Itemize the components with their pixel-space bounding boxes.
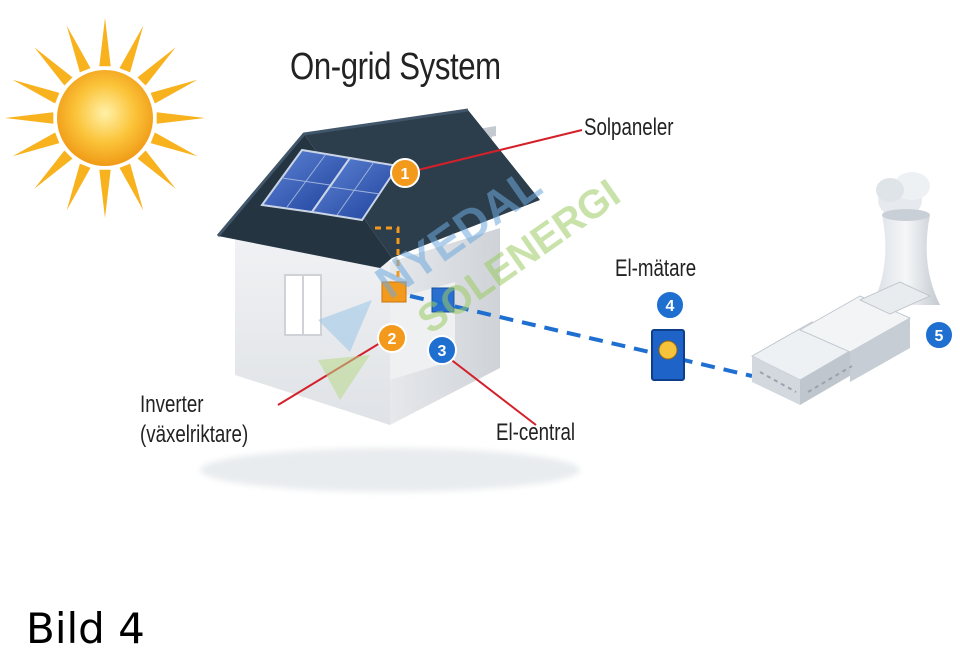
sun-ray	[66, 163, 91, 211]
house-illustration	[200, 108, 580, 492]
label-el-central: El-central	[496, 419, 576, 446]
svg-text:4: 4	[666, 298, 675, 315]
badge-4: 4	[655, 290, 685, 320]
badge-1: 1	[390, 158, 420, 188]
label-vaxelriktare: (växelriktare)	[140, 421, 249, 448]
sun-ray	[12, 79, 60, 104]
grid-connection-line	[409, 294, 753, 378]
sun-ray	[99, 18, 111, 67]
badge-5: 5	[924, 320, 954, 350]
label-inverter: Inverter	[140, 391, 204, 418]
svg-text:2: 2	[388, 331, 397, 348]
sun-ray	[156, 112, 205, 124]
figure-caption: Bild 4	[26, 604, 145, 653]
badge-2: 2	[377, 323, 407, 353]
sun-ray	[66, 25, 91, 73]
diagram-title: On-grid System	[290, 46, 501, 88]
sun-ray	[150, 79, 198, 104]
label-solpaneler: Solpaneler	[584, 114, 674, 141]
sun-ray	[5, 112, 54, 124]
sun-ray	[34, 150, 73, 189]
electricity-meter-icon	[651, 329, 685, 381]
svg-text:5: 5	[935, 328, 944, 345]
sun-ray	[119, 25, 144, 73]
sun-ray	[150, 132, 198, 157]
sun-ray	[99, 169, 111, 218]
sun-ray	[34, 47, 73, 86]
label-el-matare: El-mätare	[615, 255, 697, 282]
sun-ray	[137, 47, 176, 86]
badge-3: 3	[427, 335, 457, 365]
sun-ray	[12, 132, 60, 157]
svg-text:3: 3	[438, 343, 447, 360]
sun-icon	[5, 18, 205, 218]
sun-ray	[137, 150, 176, 189]
svg-text:1: 1	[401, 166, 410, 183]
power-plant-illustration	[750, 172, 940, 405]
sun-ray	[119, 163, 144, 211]
